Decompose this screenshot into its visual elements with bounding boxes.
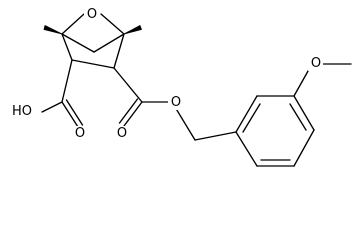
- methoxy-oxygen-label: O: [311, 56, 321, 71]
- bond-acid-carbonyl: [61, 101, 79, 128]
- bond-ch2-ring: [194, 131, 237, 141]
- stereo-wedge-h1: [43, 25, 63, 35]
- ester-carbonyl-oxygen-label-background: [114, 126, 129, 141]
- acid-hydroxyl-label: HO: [12, 104, 32, 119]
- bridge-oxygen-label-background: [84, 7, 99, 22]
- bridge-oxygen-label: O: [87, 7, 97, 22]
- bond-c3-ester-carbon: [113, 67, 143, 103]
- ester-carbonyl-oxygen-label: O: [117, 126, 127, 141]
- atom-labels: O HO O O O O: [10, 7, 323, 141]
- bond-ester-carbonyl-second: [118, 98, 139, 124]
- bond-c1-c2: [61, 33, 73, 61]
- bond-ring-1: [235, 95, 258, 133]
- chemical-structure-diagram: O HO O O O O: [10, 7, 352, 167]
- acid-hydroxyl-label-background: [10, 104, 35, 119]
- methoxybenzyl-ring: [235, 63, 352, 167]
- ester-group: [113, 67, 237, 141]
- bond-c3-c4: [113, 33, 125, 69]
- ester-oxygen-label-background: [168, 95, 183, 110]
- stereo-wedge-h4: [123, 25, 142, 35]
- bond-ring-3: [293, 95, 315, 131]
- methoxy-oxygen-label-background: [308, 56, 323, 71]
- bond-c4-o7: [100, 13, 125, 35]
- acid-carbonyl-oxygen-label-background: [72, 126, 87, 141]
- bond-c2-acid-carbon: [61, 59, 73, 103]
- bond-ring-6: [235, 131, 258, 167]
- bond-c2-c3: [71, 59, 115, 69]
- bond-acid-carbon-oh: [41, 101, 63, 113]
- bond-ring-inner-a: [242, 103, 261, 133]
- bond-c6-c4: [93, 33, 125, 53]
- bond-c1-c6: [61, 33, 95, 53]
- bond-ring-inner-b: [289, 103, 307, 131]
- acid-carbonyl-oxygen-label: O: [75, 126, 85, 141]
- carboxylic-acid-group: [41, 59, 84, 128]
- ester-oxygen-label: O: [171, 95, 181, 110]
- bond-acid-carbonyl-second: [65, 99, 84, 126]
- bicyclic-core: [43, 13, 142, 69]
- bond-ester-carbonyl: [123, 101, 143, 127]
- bond-c1-o7: [61, 13, 85, 35]
- bond-ring-4: [293, 129, 315, 167]
